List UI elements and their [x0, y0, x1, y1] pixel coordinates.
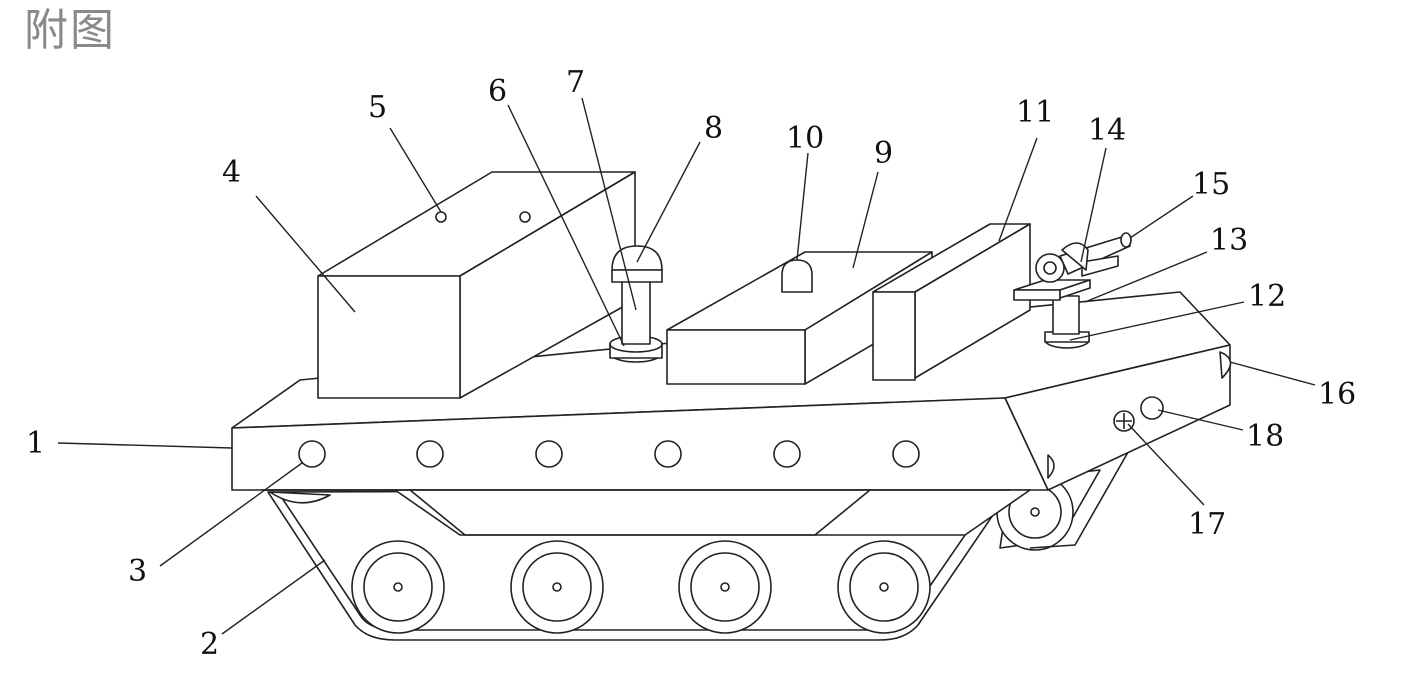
label-6: 6	[488, 74, 507, 109]
label-2: 2	[200, 627, 219, 662]
label-18: 18	[1246, 419, 1284, 454]
label-12: 12	[1248, 279, 1286, 314]
turret	[1013, 232, 1132, 349]
road-wheel	[678, 540, 772, 634]
road-wheel	[351, 540, 445, 634]
label-9: 9	[874, 136, 893, 171]
drive-sprocket	[269, 491, 331, 504]
battery-box	[317, 171, 636, 399]
label-11: 11	[1016, 95, 1054, 130]
label-15: 15	[1192, 167, 1230, 202]
road-wheel	[510, 540, 604, 634]
figure-heading: 附图	[24, 5, 116, 56]
side-holes	[298, 440, 920, 468]
label-4: 4	[222, 155, 241, 190]
callout-labels: 1 2 3 4 5 6 7 8 9 10 11 12 13 14 15 16 1…	[26, 65, 1356, 662]
label-8: 8	[704, 111, 723, 146]
label-16: 16	[1318, 377, 1356, 412]
label-17: 17	[1188, 507, 1226, 542]
side-panel	[872, 223, 1031, 381]
label-10: 10	[786, 121, 824, 156]
label-14: 14	[1088, 113, 1126, 148]
road-wheel	[837, 540, 931, 634]
leader-lines	[57, 97, 1316, 635]
label-13: 13	[1210, 223, 1248, 258]
label-7: 7	[566, 65, 585, 100]
label-3: 3	[128, 554, 147, 589]
front-lights	[1113, 351, 1232, 432]
label-1: 1	[26, 426, 45, 461]
label-5: 5	[368, 90, 387, 125]
road-wheels	[351, 540, 931, 634]
